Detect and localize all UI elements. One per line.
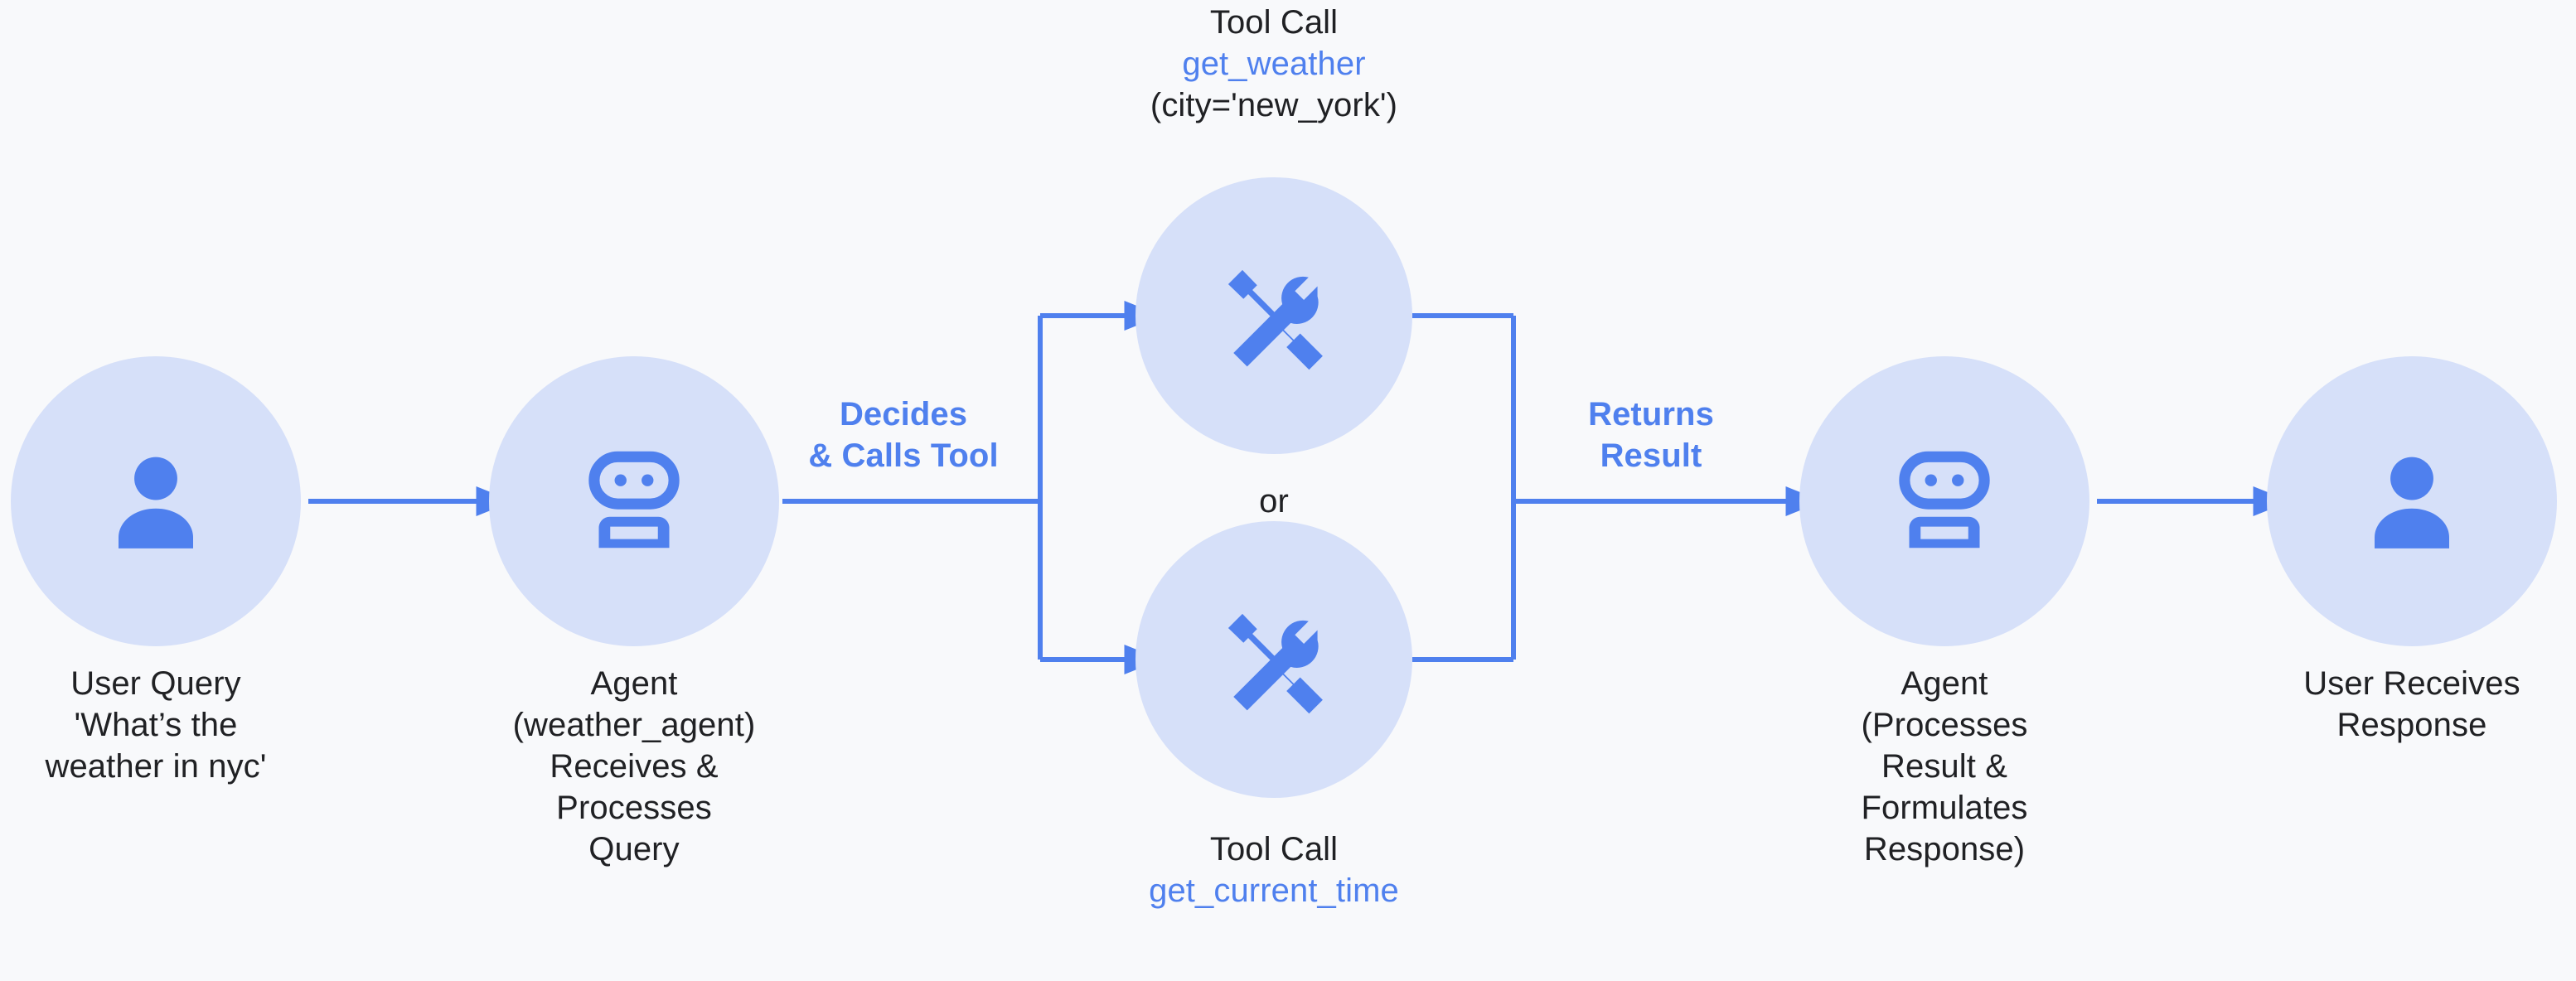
node-agent-receives[interactable] xyxy=(489,356,779,646)
node-user-query[interactable] xyxy=(11,356,301,646)
caption-tool-weather: Tool Call get_weather (city='new_york') xyxy=(1042,2,1506,126)
tool-time-line1: Tool Call xyxy=(1209,831,1339,867)
edge-label-decides-calls-tool: Decides & Calls Tool xyxy=(808,396,999,474)
node-agent-processes[interactable] xyxy=(1799,356,2089,646)
tool-weather-function: get_weather xyxy=(1182,46,1366,82)
caption-user-receives: User Receives Response xyxy=(2303,665,2520,743)
caption-agent-receives: Agent (weather_agent) Receives & Process… xyxy=(512,665,756,867)
caption-tool-time: Tool Call get_current_time xyxy=(1042,829,1506,911)
node-tool-time[interactable] xyxy=(1135,521,1412,798)
edge-label-returns-result: Returns Result xyxy=(1588,396,1714,474)
node-user-receives[interactable] xyxy=(2267,356,2557,646)
robot-icon xyxy=(572,439,696,563)
caption-agent-processes: Agent (Processes Result & Formulates Res… xyxy=(1861,665,2028,867)
tool-weather-args: (city='new_york') xyxy=(1150,87,1398,123)
tool-time-function: get_current_time xyxy=(1149,872,1399,909)
tools-icon xyxy=(1211,597,1337,722)
robot-icon xyxy=(1882,439,2007,563)
tool-weather-line1: Tool Call xyxy=(1209,4,1339,41)
tools-icon xyxy=(1211,253,1337,379)
person-icon xyxy=(94,439,218,563)
person-icon xyxy=(2350,439,2474,563)
node-tool-weather[interactable] xyxy=(1135,177,1412,454)
caption-user-query: User Query 'What’s the weather in nyc' xyxy=(45,665,267,785)
label-or: or xyxy=(1259,483,1289,519)
